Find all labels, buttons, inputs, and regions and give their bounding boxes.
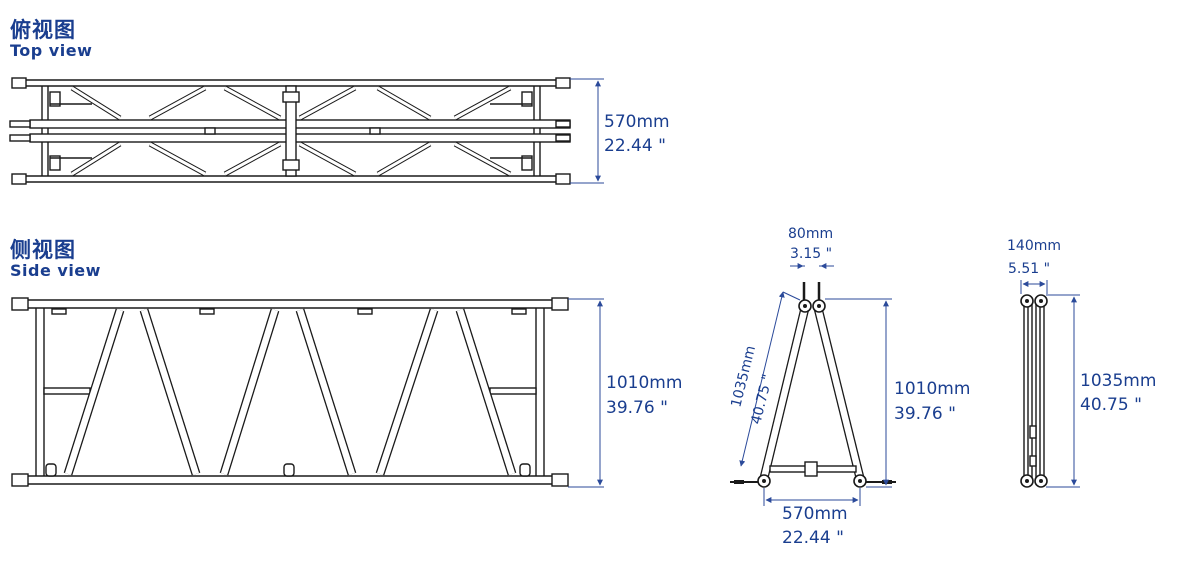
- side-view-dim-mm: 1010mm: [606, 373, 682, 393]
- top-view-drawing: [9, 77, 571, 185]
- end-view-bottom-in: 22.44 ": [782, 528, 844, 548]
- end-view-drawing: [730, 282, 896, 488]
- end-view-height-in: 39.76 ": [894, 404, 956, 424]
- top-view-title: 俯视图 Top view: [10, 20, 92, 59]
- top-view-title-en: Top view: [10, 41, 93, 60]
- end-view-bottom-mm: 570mm: [782, 504, 848, 524]
- end-view-top-in: 3.15 ": [790, 246, 832, 262]
- folded-view-width-in: 5.51 ": [1008, 261, 1050, 277]
- folded-view-drawing: [1020, 294, 1048, 488]
- side-view-title-en: Side view: [10, 261, 101, 280]
- top-view-dim-mm: 570mm: [604, 112, 670, 132]
- folded-view-height-mm: 1035mm: [1080, 371, 1156, 391]
- end-view-diag-in: 40.75 ": [748, 373, 776, 426]
- top-view-dimension: [570, 78, 604, 184]
- side-view-diagonals: [63, 308, 517, 476]
- end-view-dimensions: [739, 263, 892, 506]
- side-view-drawing: [11, 297, 569, 487]
- folded-view-height-in: 40.75 ": [1080, 395, 1142, 415]
- side-view-title: 侧视图 Side view: [10, 240, 101, 279]
- folded-view-width-mm: 140mm: [1007, 238, 1061, 254]
- side-view-dim-in: 39.76 ": [606, 398, 668, 418]
- side-view-dimension: [568, 298, 604, 488]
- side-view-title-cn: 侧视图: [10, 238, 76, 262]
- folded-view-dimensions: [1020, 280, 1080, 488]
- end-view-top-mm: 80mm: [788, 226, 833, 242]
- top-view-title-cn: 俯视图: [10, 18, 76, 42]
- top-view-dim-in: 22.44 ": [604, 136, 666, 156]
- end-view-height-mm: 1010mm: [894, 379, 970, 399]
